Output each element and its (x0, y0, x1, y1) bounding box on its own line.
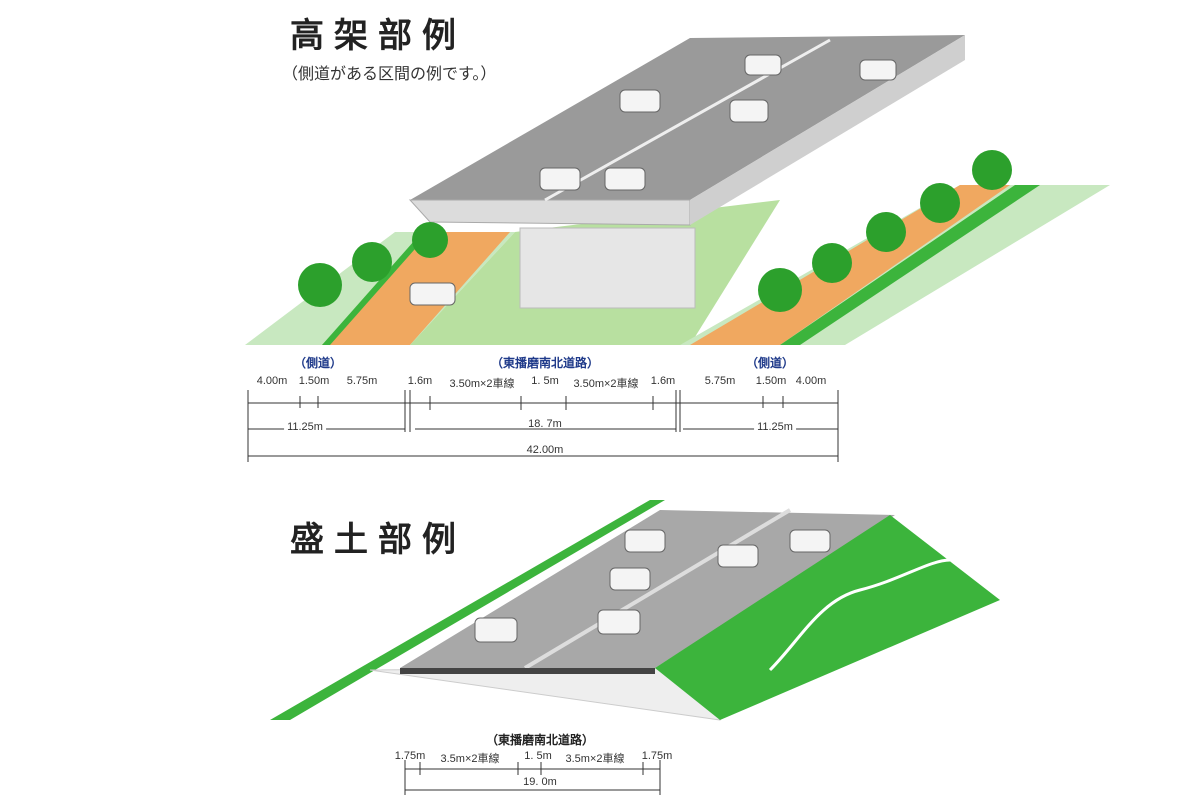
embankment-road-illustration (270, 500, 1000, 721)
elevated-section-right: （側道） (745, 356, 795, 370)
dim-label: 3.5m×2車線 (565, 753, 625, 765)
dim-label-center-total: 18. 7m (528, 418, 562, 430)
elevated-subtitle: （側道がある区間の例です。） (282, 64, 497, 83)
elevated-section-center: （東播磨南北道路） (490, 356, 600, 370)
dim-label: 1. 5m (531, 375, 559, 387)
deck-side (408, 199, 691, 226)
trees (298, 150, 1012, 312)
elevated-road-illustration (245, 35, 1110, 345)
dim-label: 4.00m (256, 375, 288, 387)
dim-label: 1. 5m (524, 750, 552, 762)
dim-label-right-total: 11.25m (754, 421, 796, 433)
dim-label: 3.5m×2車線 (440, 753, 500, 765)
dim-label: 3.50m×2車線 (449, 378, 515, 390)
dim-label: 5.75m (346, 375, 378, 387)
dim-label: 5.75m (704, 375, 736, 387)
embankment-section: （東播磨南北道路） (485, 733, 595, 747)
dim-label: 1.75m (394, 750, 426, 762)
dim-label: 1.6m (407, 375, 433, 387)
dim-label-left-total: 11.25m (284, 421, 326, 433)
embankment-dimension-lines (404, 760, 661, 795)
dim-label-total: 19. 0m (523, 776, 557, 788)
dim-label: 1.75m (641, 750, 673, 762)
elevated-section-left: （側道） (293, 356, 343, 370)
cars (409, 54, 897, 306)
dim-label: 1.6m (650, 375, 676, 387)
right-grass-strip (780, 185, 1040, 345)
dim-label: 3.50m×2車線 (573, 378, 639, 390)
elevated-deck (410, 35, 965, 200)
dim-label: 4.00m (795, 375, 827, 387)
dim-label: 1.50m (298, 375, 330, 387)
cars (474, 529, 831, 643)
embankment-title: 盛土部例 (290, 520, 466, 560)
dim-label: 1.50m (755, 375, 787, 387)
left-slope-grass (270, 500, 665, 720)
pier (519, 227, 696, 309)
right-slope-grass (655, 515, 1000, 720)
elevated-title: 高架部例 (290, 16, 466, 56)
dim-label-grand-total: 42.00m (526, 444, 564, 456)
elevated-dimension-lines (247, 390, 839, 462)
